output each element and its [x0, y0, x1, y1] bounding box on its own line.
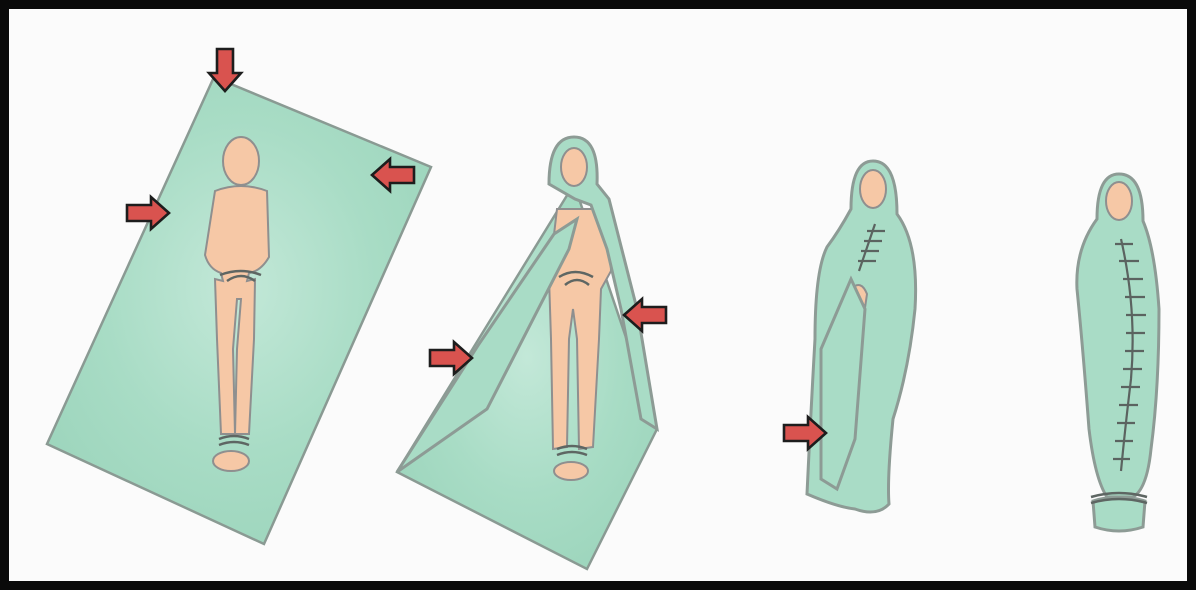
step-1-figure-on-sheet: [47, 49, 431, 544]
shrouding-steps-illustration: [9, 9, 1196, 599]
step-4-fully-stitched: [1077, 174, 1159, 531]
shroud-foot: [1093, 497, 1145, 531]
step-3-partially-wrapped: [784, 161, 916, 512]
step-2-sheet-folded: [397, 137, 666, 569]
wrapped-shroud-complete: [1077, 174, 1159, 497]
